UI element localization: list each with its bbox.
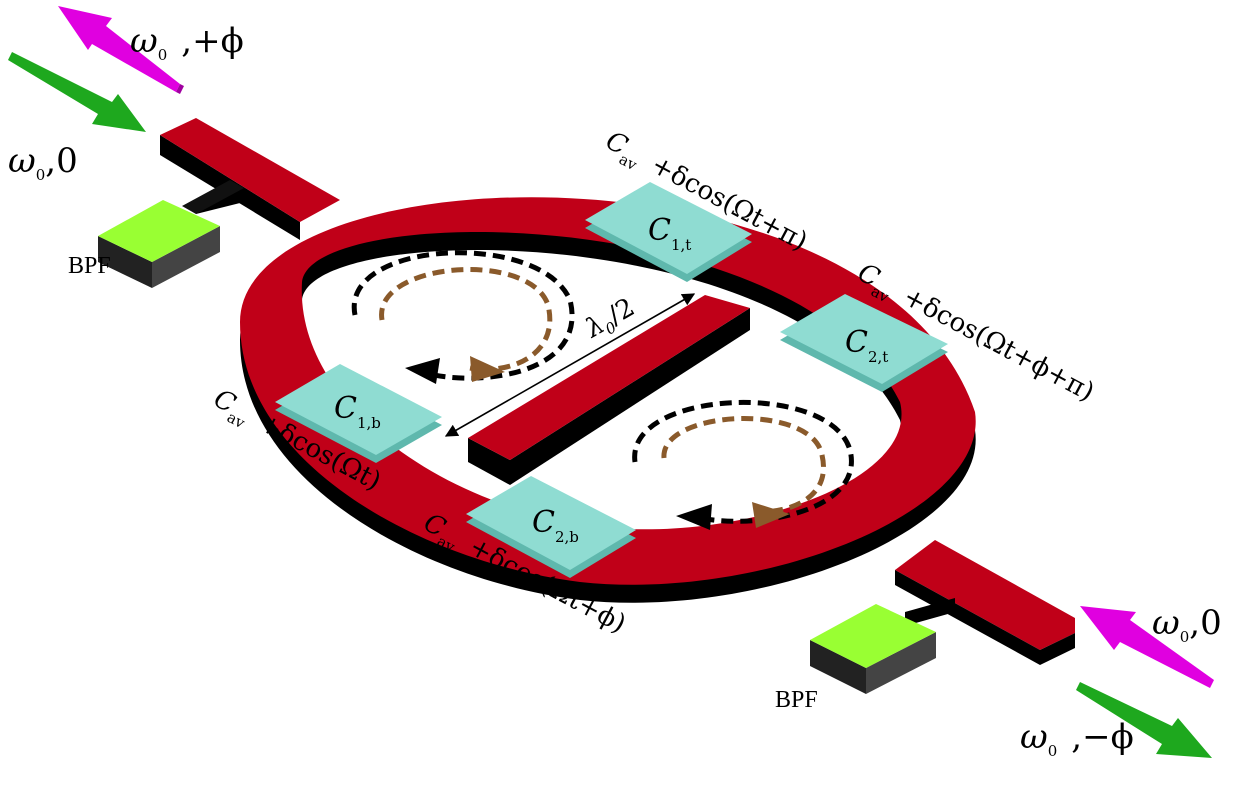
bpf-right: BPF <box>775 604 936 713</box>
c2b-name: C <box>532 505 555 540</box>
feed-line-top-left <box>160 118 340 240</box>
arrow-top-left-out <box>58 6 184 94</box>
port-label-bottom-right-out: ω0,−ϕ <box>1020 717 1134 760</box>
loop-upper-outer-arrowhead <box>405 358 440 384</box>
svg-text:C2,t: C2,t <box>845 325 888 366</box>
c2b-sub: 2,b <box>555 528 579 546</box>
arrow-bottom-right-in <box>1080 606 1214 688</box>
loop-lower-inner-arrowhead <box>752 502 790 528</box>
capacitor-c2t: C2,t <box>780 294 948 392</box>
bpf-left: BPF <box>68 200 220 288</box>
loop-upper <box>351 250 575 384</box>
ring-top <box>240 197 976 585</box>
port-label-bottom-right-in: ω0,0 <box>1152 603 1222 646</box>
arrow-bottom-right-out <box>1076 682 1212 758</box>
arrow-top-left-in <box>8 52 146 132</box>
svg-text:C1,t: C1,t <box>648 213 691 254</box>
ring-waveguide <box>240 197 976 603</box>
loop-upper-inner <box>379 267 553 372</box>
loop-lower-inner <box>661 416 826 515</box>
c1b-name: C <box>334 391 357 426</box>
svg-text:C1,b: C1,b <box>334 391 381 432</box>
capacitor-c1b: C1,b <box>275 364 442 463</box>
c1t-sub: 1,t <box>671 236 691 254</box>
capacitor-c2b: C2,b <box>466 476 636 578</box>
port-label-top-left-in: ω0,0 <box>8 141 78 184</box>
c2t-name: C <box>845 325 868 360</box>
bpf-right-label: BPF <box>775 687 818 713</box>
capacitor-c1t: C1,t <box>585 182 752 282</box>
feed-line-bottom-right <box>895 540 1075 665</box>
svg-text:C2,b: C2,b <box>532 505 579 546</box>
c1t-name: C <box>648 213 671 248</box>
port-label-top-left-out: ω0,+ϕ <box>130 21 244 64</box>
c2t-sub: 2,t <box>868 348 888 366</box>
c1b-sub: 1,b <box>357 414 381 432</box>
loop-lower-outer-arrowhead <box>676 504 712 530</box>
bpf-left-label: BPF <box>68 253 111 279</box>
